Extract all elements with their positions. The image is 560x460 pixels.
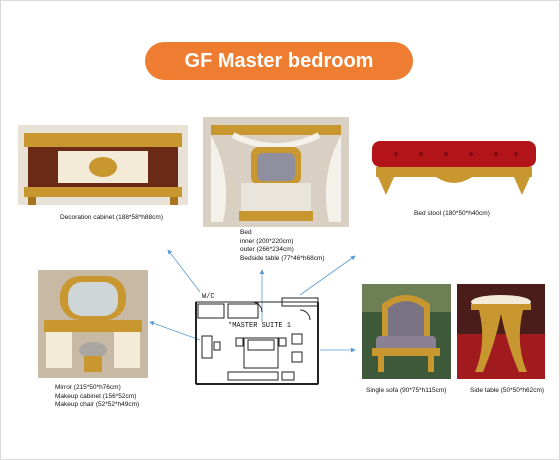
page-title: GF Master bedroom [145,42,413,80]
mirror-set-caption-line: Mirror (215*50*h76cm) [55,384,121,391]
bed-stool-caption: Bed stool (180*50*h40cm) [414,210,490,217]
bed-caption-line: Bed [240,229,252,236]
decoration-cabinet-caption: Decoration cabinet (188*58*h88cm) [60,214,163,221]
single-sofa-photo [362,284,451,379]
single-sofa-caption: Single sofa (90*75*h115cm) [366,387,447,394]
bed-caption-line: outer (266*234cm) [240,246,294,253]
room-label: *MASTER SUITE 1 [228,322,291,330]
wc-label: W/C [202,293,215,301]
bed-caption-line: Bedside table (77*46*h68cm) [240,254,325,262]
mirror-set-caption-line: Makeup cabinet (156*52cm) [55,392,137,400]
mirror-set-caption-line: Makeup chair (52*52*h49cm) [55,401,140,408]
mirror-set-photo [38,270,148,378]
mirror-set-caption: Mirror (215*50*h76cm) Makeup cabinet (15… [55,384,139,410]
side-table-photo [457,284,545,379]
bed-photo [203,117,349,227]
side-table-caption: Side table (50*50*h62cm) [470,387,545,394]
decoration-cabinet-photo [18,125,188,205]
floor-plan: W/C *MASTER SUITE 1 [192,280,326,392]
bed-stool-photo [366,123,542,203]
bed-caption: Bed inner (200*220cm) outer (266*234cm) … [240,229,325,263]
bed-caption-line: inner (200*220cm) [240,237,294,245]
